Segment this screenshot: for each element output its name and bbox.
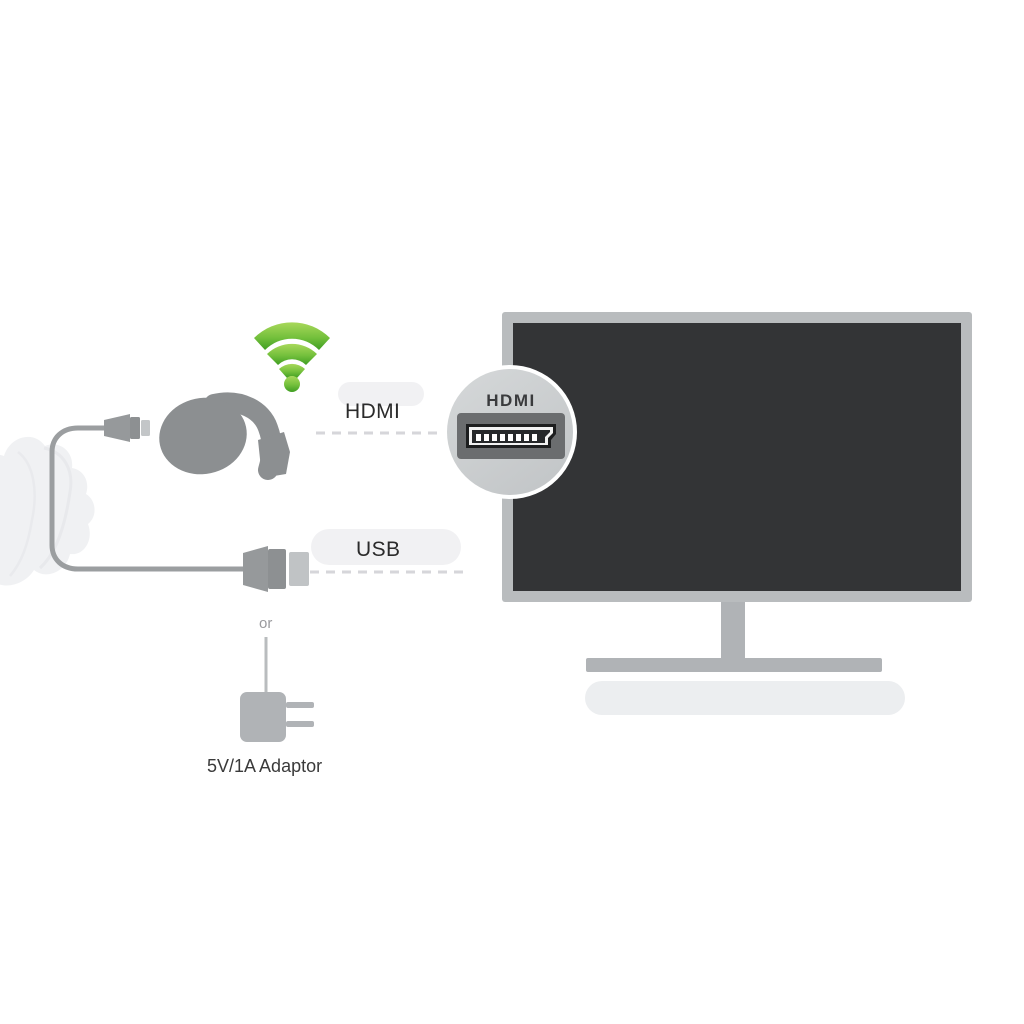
wifi-icon bbox=[254, 322, 330, 392]
tv-screen bbox=[513, 323, 961, 591]
usb-label: USB bbox=[356, 538, 401, 561]
power-cable bbox=[49, 425, 256, 572]
hdmi-port-marking: HDMI bbox=[486, 391, 535, 410]
dongle-body bbox=[159, 397, 247, 475]
tv-stand-base bbox=[586, 658, 882, 672]
tv-shadow-bar bbox=[585, 681, 905, 715]
hdmi-label-pill bbox=[338, 382, 424, 406]
television-display bbox=[502, 312, 972, 672]
usb-a-connector bbox=[243, 546, 309, 592]
micro-usb-connector bbox=[104, 414, 150, 442]
adaptor-label: 5V/1A Adaptor bbox=[207, 756, 323, 776]
or-label: or bbox=[259, 615, 273, 632]
hdmi-label: HDMI bbox=[345, 400, 401, 423]
tv-stand-neck bbox=[721, 600, 745, 660]
usb-label-pill bbox=[311, 529, 461, 565]
power-adaptor bbox=[240, 692, 314, 742]
hdmi-port-magnifier: HDMI bbox=[443, 365, 577, 499]
wireless-display-dongle bbox=[159, 392, 290, 480]
